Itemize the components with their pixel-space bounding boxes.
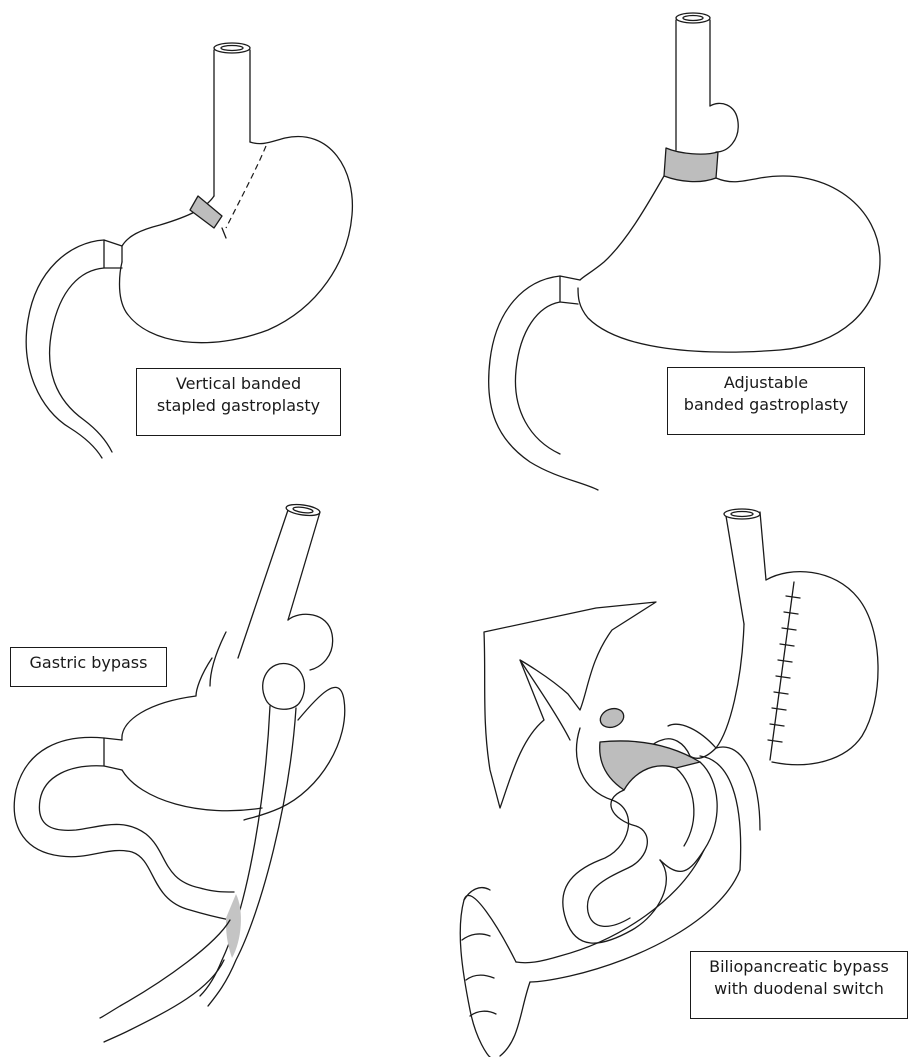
staple-ticks xyxy=(768,596,800,742)
label-line: with duodenal switch xyxy=(699,978,899,1000)
label-gastric-bypass: Gastric bypass xyxy=(10,647,167,687)
label-line: banded gastroplasty xyxy=(676,394,856,416)
label-line: Gastric bypass xyxy=(19,652,158,674)
label-line: stapled gastroplasty xyxy=(145,395,332,417)
label-vertical-banded-gastroplasty: Vertical banded stapled gastroplasty xyxy=(136,368,341,436)
panel-gastric-bypass xyxy=(14,503,345,1042)
label-line: Adjustable xyxy=(676,372,856,394)
label-line: Vertical banded xyxy=(145,373,332,395)
label-biliopancreatic-bypass: Biliopancreatic bypass with duodenal swi… xyxy=(690,951,908,1019)
label-adjustable-banded-gastroplasty: Adjustable banded gastroplasty xyxy=(667,367,865,435)
label-line: Biliopancreatic bypass xyxy=(699,956,899,978)
